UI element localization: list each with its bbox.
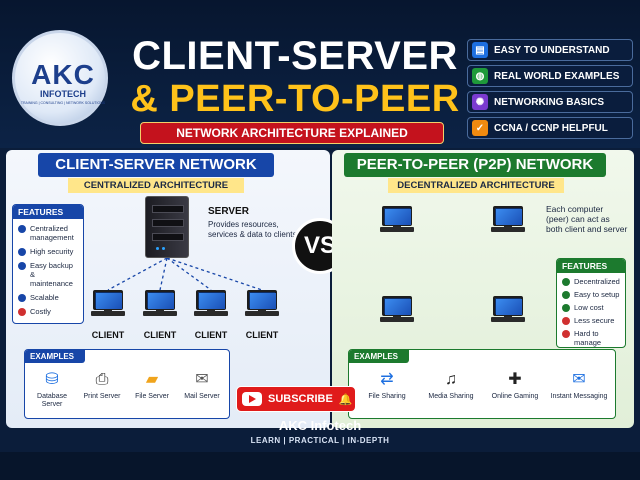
database-icon: ⛁ <box>45 371 59 388</box>
badge-label: EASY TO UNDERSTAND <box>494 44 610 56</box>
subscribe-button[interactable]: SUBSCRIBE 🔔 <box>236 386 356 412</box>
client-label: CLIENT <box>194 330 228 340</box>
bottom-bar <box>0 452 640 480</box>
printer-icon: ⎙ <box>95 371 109 388</box>
check-icon <box>18 225 26 233</box>
examples-heading: EXAMPLES <box>25 350 85 363</box>
check-icon <box>562 291 570 299</box>
badge-label: NETWORKING BASICS <box>494 96 604 108</box>
globe-icon: ◍ <box>472 68 488 84</box>
p2p-title: PEER-TO-PEER (P2P) NETWORK <box>344 153 606 177</box>
p2p-tag: DECENTRALIZED ARCHITECTURE <box>388 178 564 193</box>
example-item: ✚ Online Gaming <box>491 371 539 401</box>
badge-label: REAL WORLD EXAMPLES <box>494 70 620 82</box>
minus-icon <box>562 330 570 338</box>
badge-label: CCNA / CCNP HELPFUL <box>494 122 608 134</box>
peer-computer-icon <box>380 296 414 326</box>
server-icon <box>145 196 189 258</box>
folder-icon: ▰ <box>145 371 159 388</box>
gear-icon: ✺ <box>472 94 488 110</box>
check-icon <box>18 262 26 270</box>
feature-item: Hard to manage <box>562 329 621 347</box>
subtitle-banner: NETWORK ARCHITECTURE EXPLAINED <box>140 122 444 144</box>
badge-examples: ◍ REAL WORLD EXAMPLES <box>467 65 633 87</box>
client-server-features: FEATURES Centralized management High sec… <box>12 204 84 324</box>
badge-basics: ✺ NETWORKING BASICS <box>467 91 633 113</box>
feature-item: Costly <box>18 307 79 316</box>
check-icon <box>18 248 26 256</box>
feature-item: Less secure <box>562 316 621 325</box>
example-item: ⛁ Database Server <box>37 371 67 409</box>
footer-brand: AKC Infotech <box>278 418 362 433</box>
client-computer-icon <box>194 290 228 320</box>
check-icon: ✓ <box>472 120 488 136</box>
client-server-tag: CENTRALIZED ARCHITECTURE <box>68 178 244 193</box>
client-label: CLIENT <box>143 330 177 340</box>
gamepad-icon: ✚ <box>508 371 522 388</box>
example-item: ✉ Mail Server <box>184 371 220 401</box>
chat-icon: ✉ <box>572 371 586 388</box>
peer-computer-icon <box>491 206 525 236</box>
p2p-description: Each computer (peer) can act as both cli… <box>546 204 628 234</box>
client-server-title: CLIENT-SERVER NETWORK <box>38 153 274 177</box>
feature-item: Easy to setup <box>562 290 621 299</box>
logo-sub: INFOTECH <box>40 89 86 99</box>
example-item: ▰ File Server <box>135 371 169 401</box>
header: AKC INFOTECH TRAINING | CONSULTING | NET… <box>0 0 640 148</box>
peer-computer-icon <box>491 296 525 326</box>
file-sharing-icon: ⇄ <box>380 371 394 388</box>
badge-easy: ▤ EASY TO UNDERSTAND <box>467 39 633 61</box>
client-computer-icon <box>91 290 125 320</box>
client-server-examples: EXAMPLES ⛁ Database Server ⎙ Print Serve… <box>24 349 230 419</box>
footer-tagline: LEARN | PRACTICAL | IN-DEPTH <box>250 436 390 445</box>
client-computer-icon <box>143 290 177 320</box>
minus-icon <box>562 317 570 325</box>
link-line <box>166 257 263 291</box>
client-label: CLIENT <box>245 330 279 340</box>
example-item: ♫ Media Sharing <box>428 371 474 401</box>
example-item: ⇄ File Sharing <box>368 371 406 401</box>
title-line1: CLIENT-SERVER <box>132 34 458 78</box>
feature-item: Easy backup & maintenance <box>18 261 79 288</box>
example-item: ⎙ Print Server <box>83 371 121 401</box>
logo-ring-text: TRAINING | CONSULTING | NETWORK SOLUTION… <box>20 101 106 105</box>
server-description: Provides resources, services & data to c… <box>208 220 297 239</box>
book-icon: ▤ <box>472 42 488 58</box>
mail-icon: ✉ <box>195 371 209 388</box>
youtube-icon <box>242 392 262 406</box>
features-heading: FEATURES <box>13 205 83 219</box>
badge-list: ▤ EASY TO UNDERSTAND ◍ REAL WORLD EXAMPL… <box>467 39 633 143</box>
p2p-features: FEATURES Decentralized Easy to setup Low… <box>556 258 626 348</box>
example-item: ✉ Instant Messaging <box>550 371 608 401</box>
check-icon <box>562 304 570 312</box>
badge-ccna: ✓ CCNA / CCNP HELPFUL <box>467 117 633 139</box>
feature-item: Scalable <box>18 293 79 302</box>
bell-icon: 🔔 <box>338 393 353 406</box>
check-icon <box>562 278 570 286</box>
link-line <box>107 257 168 291</box>
feature-item: High security <box>18 247 79 256</box>
feature-item: Decentralized <box>562 277 621 286</box>
p2p-examples: EXAMPLES ⇄ File Sharing ♫ Media Sharing … <box>348 349 616 419</box>
client-computer-icon <box>245 290 279 320</box>
examples-heading: EXAMPLES <box>349 350 409 363</box>
client-label: CLIENT <box>91 330 125 340</box>
check-icon <box>18 294 26 302</box>
logo-text: AKC <box>31 59 95 90</box>
link-line <box>166 257 212 291</box>
media-icon: ♫ <box>445 371 457 388</box>
akc-logo: AKC INFOTECH TRAINING | CONSULTING | NET… <box>12 30 108 126</box>
link-line <box>159 257 168 291</box>
minus-icon <box>18 308 26 316</box>
server-label: SERVER <box>208 206 249 217</box>
feature-item: Low cost <box>562 303 621 312</box>
subscribe-label: SUBSCRIBE <box>268 393 333 405</box>
features-heading: FEATURES <box>557 259 625 273</box>
peer-computer-icon <box>380 206 414 236</box>
title-line2: & PEER-TO-PEER <box>130 78 460 120</box>
feature-item: Centralized management <box>18 224 79 242</box>
